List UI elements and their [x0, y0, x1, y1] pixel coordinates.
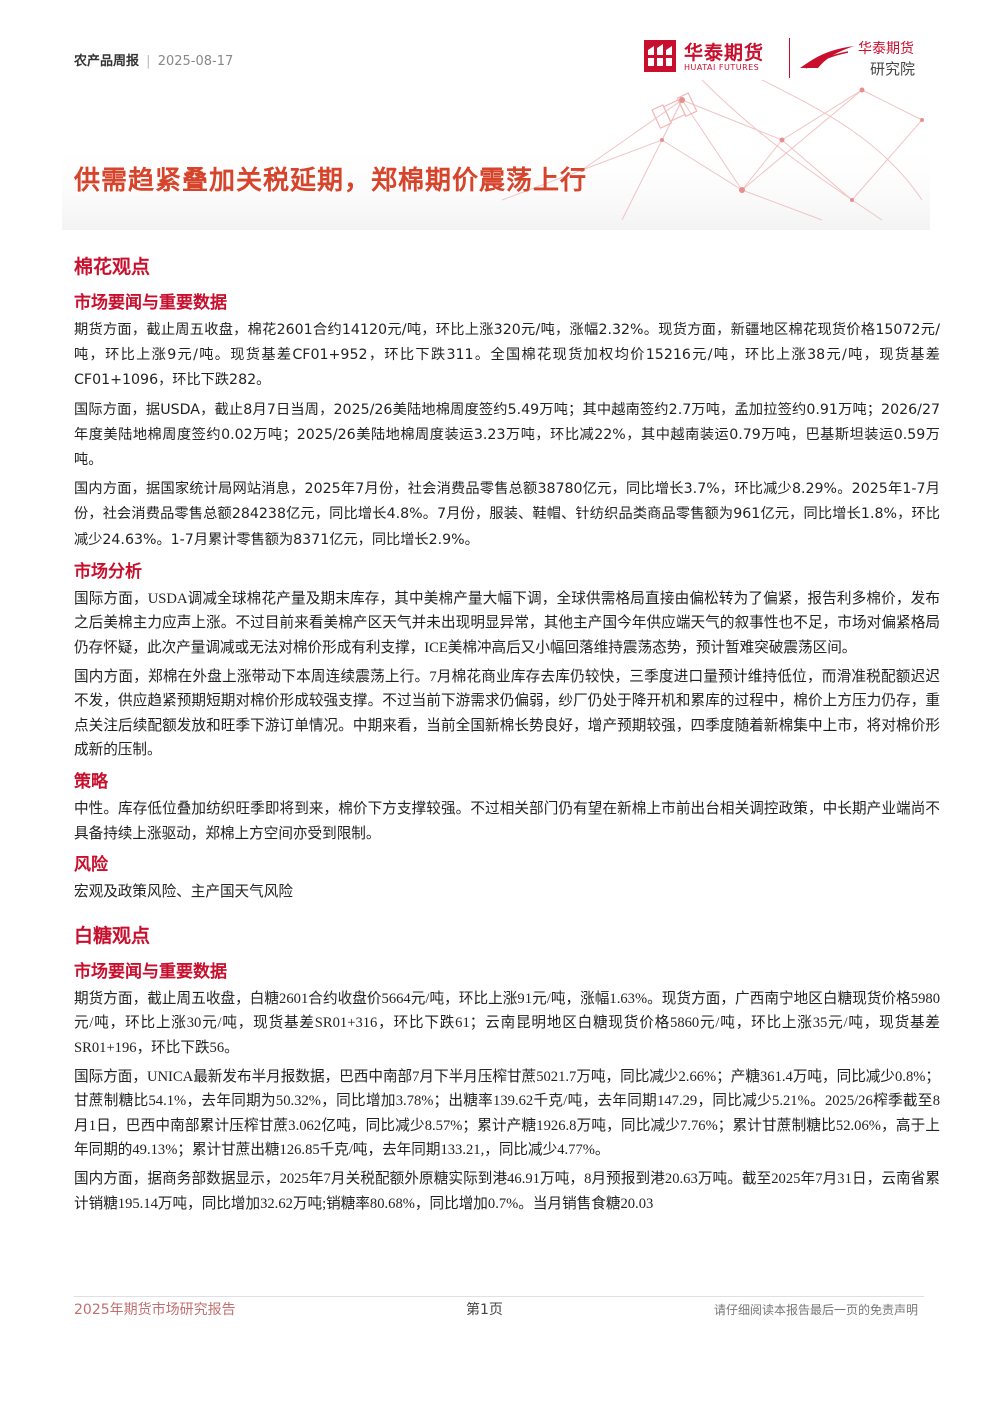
report-title: 供需趋紧叠加关税延期，郑棉期价震荡上行 [74, 166, 588, 196]
section-gap [74, 909, 940, 921]
report-date: 2025-08-17 [157, 54, 234, 69]
section-heading-cotton: 棉花观点 [74, 256, 151, 278]
subheading-cotton-risk: 风险 [74, 855, 108, 876]
paragraph: 期货方面，截止周五收盘，棉花2601合约14120元/吨，环比上涨320元/吨，… [74, 322, 940, 389]
logo-cn-name: 华泰期货 [684, 42, 765, 64]
header-separator: | [146, 54, 151, 69]
institute-name-line1: 华泰期货 [858, 41, 914, 57]
paragraph: 宏观及政策风险、主产国天气风险 [74, 884, 293, 901]
paragraph: 国际方面，USDA调减全球棉花产量及期末库存，其中美棉产量大幅下调，全球供需格局… [74, 590, 940, 657]
footer-page-number: 第1页 [466, 1302, 503, 1318]
paragraph: 国际方面，据USDA，截止8月7日当周，2025/26美陆地棉周度签约5.49万… [74, 401, 940, 469]
paragraph: 国内方面，据国家统计局网站消息，2025年7月份，社会消费品零售总额38780亿… [74, 481, 940, 548]
section-heading-sugar: 白糖观点 [74, 924, 151, 947]
page-footer: 2025年期货市场研究报告 第1页 请仔细阅读本报告最后一页的免责声明 [74, 1296, 924, 1325]
report-header: 农产品周报 | 2025-08-17 [74, 50, 233, 69]
huatai-logo-icon [644, 40, 676, 72]
paragraph: 国内方面，据商务部数据显示，2025年7月关税配额外原糖实际到港46.91万吨，… [74, 1170, 940, 1212]
paragraph: 期货方面，截止周五收盘，白糖2601合约收盘价5664元/吨，环比上涨91元/吨… [74, 990, 940, 1056]
footer-report-name: 2025年期货市场研究报告 [74, 1302, 236, 1318]
paragraph: 国内方面，郑棉在外盘上涨带动下本周连续震荡上行。7月棉花商业库存去库仍较快，三季… [74, 668, 940, 759]
swoosh-icon [800, 46, 854, 69]
paragraph: 国际方面，UNICA最新发布半月报数据，巴西中南部7月下半月压榨甘蔗5021.7… [74, 1068, 940, 1159]
subheading-sugar-news: 市场要闻与重要数据 [74, 961, 227, 982]
paragraph: 中性。库存低位叠加纺织旺季即将到来，棉价下方支撑较强。不过相关部门仍有望在新棉上… [74, 800, 940, 842]
logo-en-name: HUATAI FUTURES [684, 63, 760, 72]
logo-divider [789, 38, 790, 78]
report-body: 棉花观点 市场要闻与重要数据 期货方面，截止周五收盘，棉花2601合约14120… [74, 252, 940, 1220]
institute-name-line2: 研究院 [870, 60, 916, 78]
subheading-cotton-strategy: 策略 [74, 771, 108, 792]
footer-disclaimer-note: 请仔细阅读本报告最后一页的免责声明 [713, 1303, 918, 1317]
report-category: 农产品周报 [74, 54, 140, 69]
subheading-cotton-analysis: 市场分析 [74, 561, 142, 582]
subheading-cotton-news: 市场要闻与重要数据 [74, 293, 227, 313]
huatai-logo: 华泰期货 HUATAI FUTURES [644, 38, 784, 78]
research-institute-logo: 华泰期货 研究院 [798, 38, 928, 80]
hero-network-graphic [62, 80, 930, 230]
